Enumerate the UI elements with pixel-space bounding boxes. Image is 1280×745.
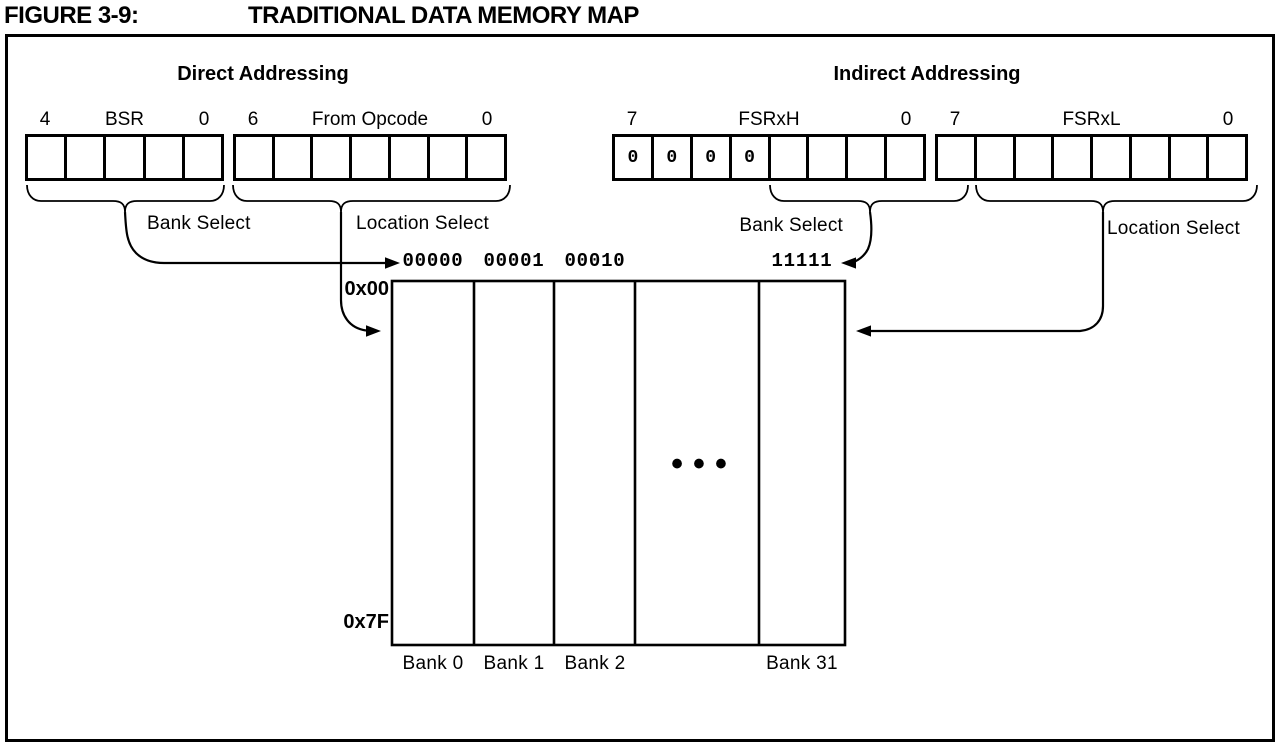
- map-bottom-address: 0x7F: [343, 611, 389, 633]
- indirect-bank-select-label: Bank Select: [739, 215, 843, 236]
- fsrxh-low-bit: 0: [900, 109, 912, 130]
- fsrxh-name: FSRxH: [738, 109, 800, 130]
- bank0-code: 00000: [402, 250, 464, 272]
- banks-ellipsis: •••: [671, 445, 737, 483]
- bsr-low-bit: 0: [198, 109, 210, 130]
- bit-cell: [1051, 137, 1090, 178]
- bit-cell: [387, 137, 427, 178]
- bit-cell: [806, 137, 845, 178]
- bit-cell: [884, 137, 923, 178]
- bsr-bit-labels: 4 BSR 0: [25, 109, 224, 134]
- indirect-bank-select-arrow-line: [854, 211, 873, 263]
- direct-location-select-brace: [232, 184, 511, 213]
- opcode-name: From Opcode: [311, 109, 429, 130]
- memory-map-outline: [390, 279, 847, 647]
- figure-number: FIGURE 3-9:: [4, 2, 139, 29]
- bit-cell: [310, 137, 349, 178]
- direct-addressing-title: Direct Addressing: [177, 63, 349, 85]
- bit-cell: [349, 137, 388, 178]
- bit-cell: [465, 137, 504, 178]
- bit-cell: 0: [689, 137, 729, 178]
- bit-cell: [181, 137, 221, 178]
- direct-location-select-label: Location Select: [356, 213, 489, 234]
- figure-title: TRADITIONAL DATA MEMORY MAP: [248, 2, 639, 29]
- fsrxl-register: 7 FSRxL 0: [935, 109, 1248, 181]
- fsrxl-bit-labels: 7 FSRxL 0: [935, 109, 1248, 134]
- bank31-label: Bank 31: [766, 653, 838, 674]
- figure-frame: [5, 34, 1275, 742]
- bsr-register: 4 BSR 0: [25, 109, 224, 181]
- bit-cell: [103, 137, 142, 178]
- bit-cell: [845, 137, 884, 178]
- direct-bank-select-label: Bank Select: [147, 213, 251, 234]
- fsrxh-high-bit: 7: [626, 109, 638, 130]
- arrowhead-into-map-left: [366, 325, 381, 337]
- arrowhead-into-map-right: [856, 325, 871, 337]
- bit-cell: [1167, 137, 1207, 178]
- bank1-label: Bank 1: [483, 653, 545, 674]
- fsrxh-register: 7 FSRxH 0 0 0 0 0: [612, 109, 926, 181]
- bit-cell: [28, 137, 64, 178]
- bank0-label: Bank 0: [402, 653, 464, 674]
- indirect-bank-select-brace: [769, 184, 969, 213]
- map-top-address: 0x00: [344, 278, 390, 300]
- bit-cell: [271, 137, 311, 178]
- bank1-code: 00001: [483, 250, 545, 272]
- indirect-addressing-title: Indirect Addressing: [833, 63, 1021, 85]
- bsr-cells: [25, 134, 224, 181]
- opcode-bit-labels: 6 From Opcode 0: [233, 109, 507, 134]
- indirect-location-select-label: Location Select: [1107, 218, 1240, 239]
- fsrxl-low-bit: 0: [1222, 109, 1234, 130]
- bit-cell: [938, 137, 974, 178]
- arrowhead-to-bank0-code: [385, 257, 400, 269]
- bank2-code: 00010: [564, 250, 626, 272]
- arrowhead-to-bank31-code: [841, 257, 856, 269]
- bit-cell: [1090, 137, 1129, 178]
- bit-cell: [1206, 137, 1245, 178]
- fsrxl-high-bit: 7: [949, 109, 961, 130]
- bit-cell: 0: [650, 137, 690, 178]
- direct-location-select-arrow-line: [339, 212, 367, 332]
- opcode-cells: [233, 134, 507, 181]
- fsrxh-cells: 0 0 0 0: [612, 134, 926, 181]
- bit-cell: [236, 137, 272, 178]
- bit-cell: [767, 137, 807, 178]
- fsrxh-bit-labels: 7 FSRxH 0: [612, 109, 926, 134]
- direct-bank-select-brace: [26, 184, 225, 213]
- fsrxl-cells: [935, 134, 1248, 181]
- bit-cell: 0: [627, 147, 639, 168]
- indirect-location-select-brace: [975, 184, 1258, 213]
- fsrxl-name: FSRxL: [1062, 109, 1121, 130]
- indirect-location-select-arrow-line: [871, 212, 1105, 333]
- opcode-low-bit: 0: [481, 109, 493, 130]
- bit-cell: [64, 137, 103, 178]
- bank31-code: 11111: [771, 250, 833, 272]
- bit-cell: [973, 137, 1013, 178]
- bank2-label: Bank 2: [564, 653, 626, 674]
- direct-bank-select-arrow-line: [123, 211, 386, 265]
- opcode-high-bit: 6: [247, 109, 259, 130]
- bit-cell: 0: [728, 137, 768, 178]
- bit-cell: [1012, 137, 1052, 178]
- bit-cell: [1128, 137, 1168, 178]
- opcode-register: 6 From Opcode 0: [233, 109, 507, 181]
- bit-cell: [426, 137, 466, 178]
- bit-cell: [142, 137, 182, 178]
- bsr-high-bit: 4: [39, 109, 51, 130]
- bsr-name: BSR: [104, 109, 145, 130]
